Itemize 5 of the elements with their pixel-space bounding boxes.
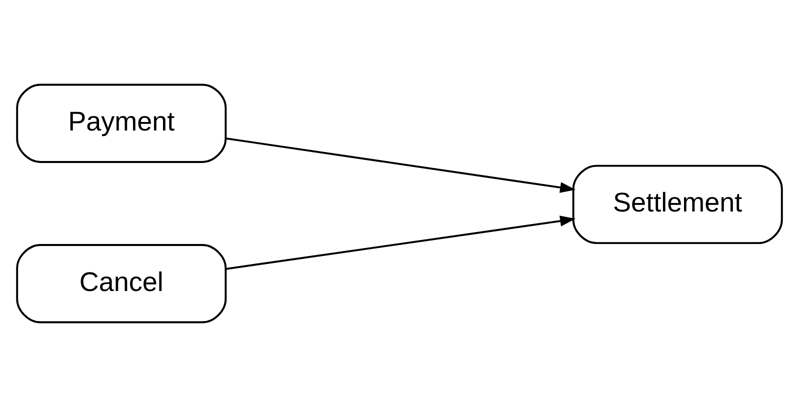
arrow	[226, 215, 576, 270]
node-box: Payment	[16, 83, 227, 162]
node-box: Cancel	[16, 244, 227, 323]
arrow	[226, 136, 576, 192]
node-box: Settlement	[572, 164, 783, 244]
